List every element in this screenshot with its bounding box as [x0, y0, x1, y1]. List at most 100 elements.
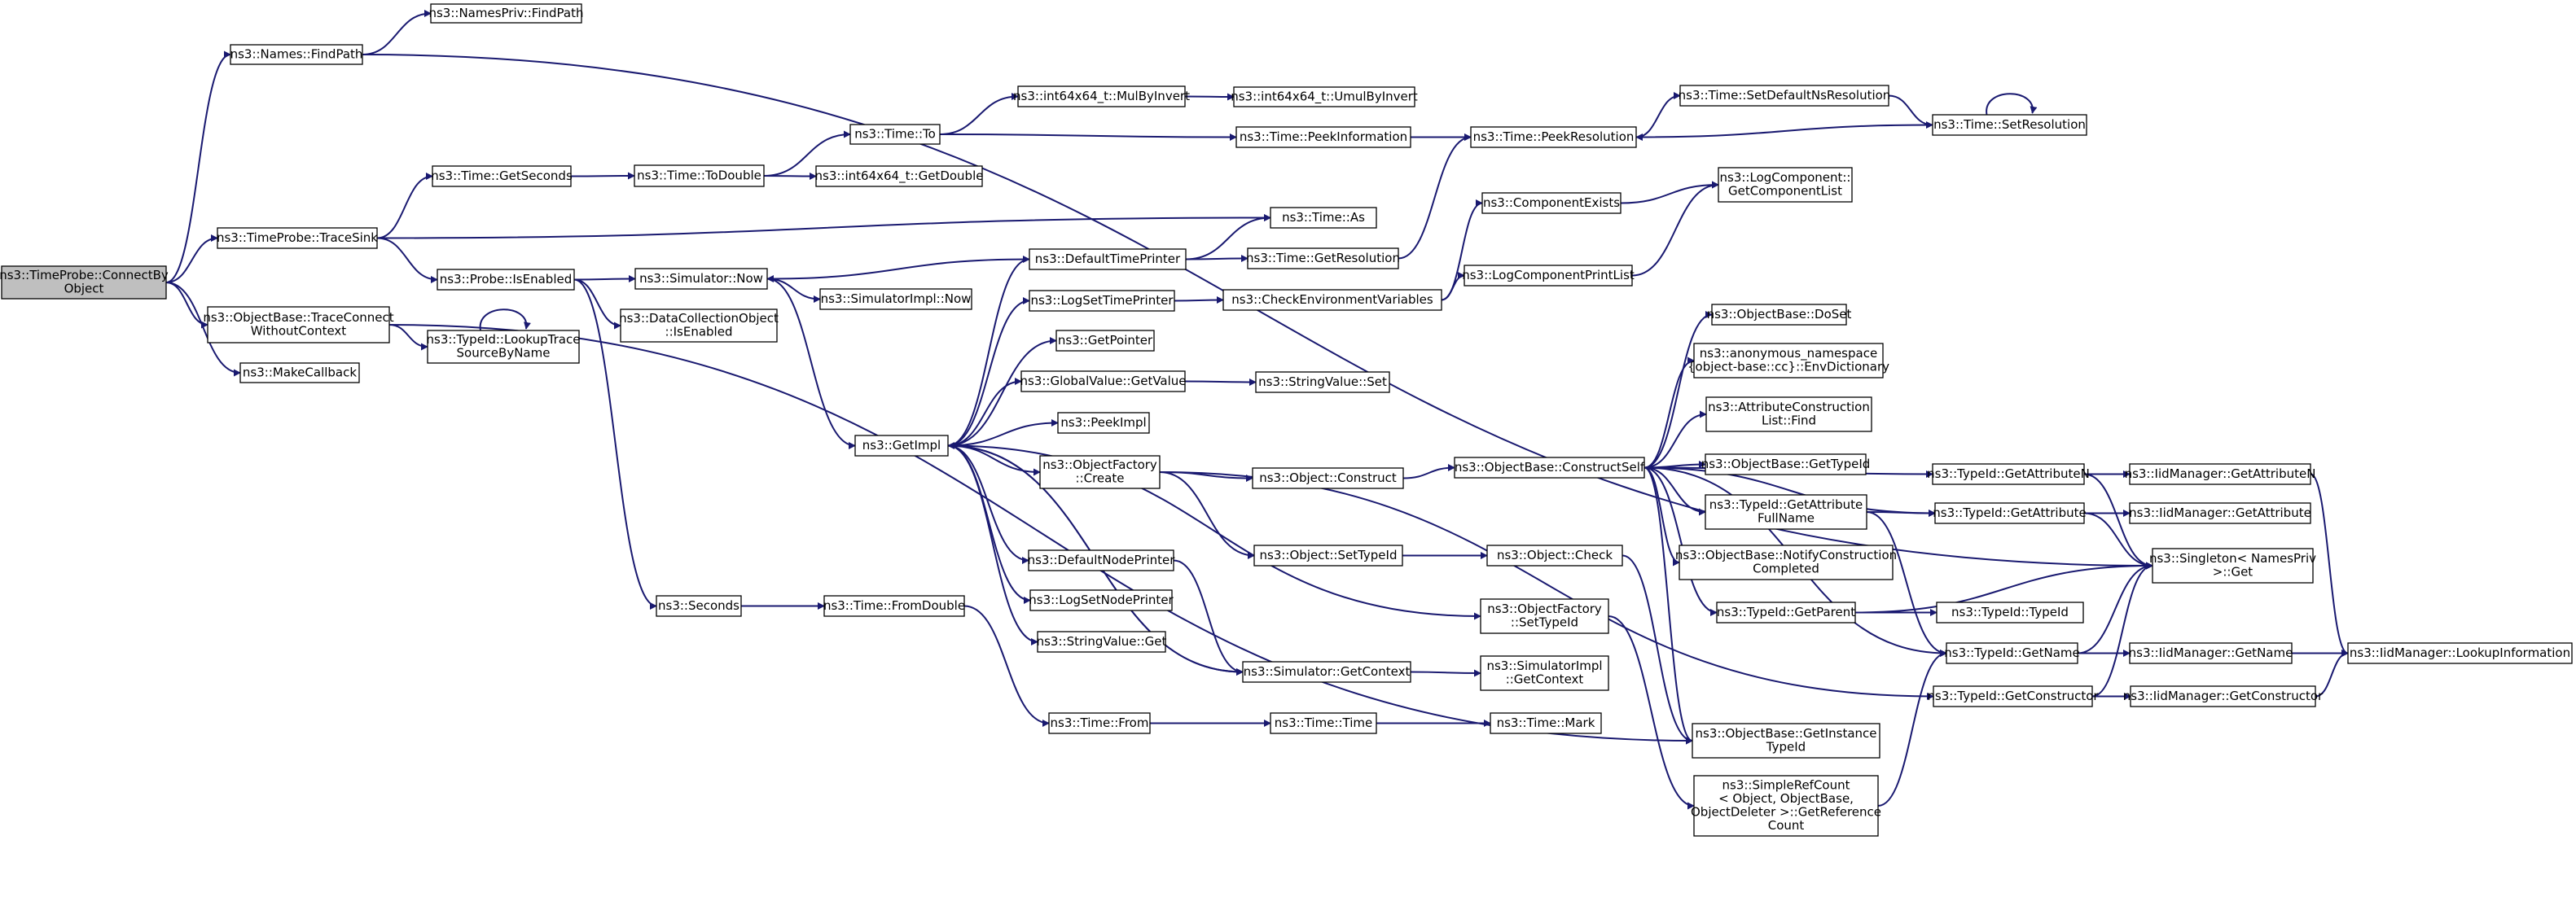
node-box: [1055, 330, 1155, 352]
node-label: ns3::anonymous_namespace: [1700, 346, 1877, 361]
node-object_construct[interactable]: ns3::Object::Construct: [1252, 467, 1404, 489]
node-namespriv_findpath[interactable]: ns3::NamesPriv::FindPath: [428, 3, 584, 24]
node-time_getresolution[interactable]: ns3::Time::GetResolution: [1246, 247, 1400, 269]
node-int64_umulbyinvert[interactable]: ns3::int64x64_t::UmulByInvert: [1231, 86, 1418, 107]
node-time_time[interactable]: ns3::Time::Time: [1270, 712, 1377, 734]
node-object_check[interactable]: ns3::Object::Check: [1486, 545, 1623, 567]
node-getcomponentlist[interactable]: ns3::LogComponent::GetComponentList: [1718, 167, 1853, 203]
node-componentexists[interactable]: ns3::ComponentExists: [1481, 192, 1622, 214]
node-simulatorimpl_getcontext[interactable]: ns3::SimulatorImpl::GetContext: [1480, 655, 1609, 691]
node-time_to[interactable]: ns3::Time::To: [849, 124, 941, 145]
node-defaultnodeprinter[interactable]: ns3::DefaultNodePrinter: [1028, 549, 1176, 571]
node-box: [1679, 85, 1889, 107]
node-stringvalue_get[interactable]: ns3::StringValue::Get: [1037, 631, 1167, 653]
node-time_setdefaultnsresolution[interactable]: ns3::Time::SetDefaultNsResolution: [1679, 85, 1891, 107]
node-label: ns3::Time::GetSeconds: [431, 168, 573, 183]
node-time_todouble[interactable]: ns3::Time::ToDouble: [634, 164, 765, 187]
node-objectfactory_create[interactable]: ns3::ObjectFactory::Create: [1039, 455, 1161, 489]
edge-typeid_getattributefullname-to-typeid_getname: [1866, 511, 1947, 657]
node-peekimpl[interactable]: ns3::PeekImpl: [1057, 412, 1150, 434]
node-logcomponentprintlist[interactable]: ns3::LogComponentPrintList: [1462, 265, 1635, 287]
edge-time_todouble-to-int64_getdouble: [763, 172, 817, 180]
node-box: [2152, 548, 2314, 584]
node-box: [1233, 86, 1415, 107]
node-box: [1253, 545, 1403, 567]
node-time_peekresolution[interactable]: ns3::Time::PeekResolution: [1470, 126, 1637, 148]
node-objectbase_doset[interactable]: ns3::ObjectBase::DoSet: [1707, 304, 1852, 326]
node-objectfactory_settypeid[interactable]: ns3::ObjectFactory::SetTypeId: [1480, 598, 1609, 634]
node-time_getseconds[interactable]: ns3::Time::GetSeconds: [431, 165, 573, 187]
node-label: ns3::Time::ToDouble: [637, 168, 761, 182]
node-defaulttimeprinter[interactable]: ns3::DefaultTimePrinter: [1029, 248, 1187, 270]
node-stringvalue_set[interactable]: ns3::StringValue::Set: [1255, 371, 1390, 393]
node-time_from[interactable]: ns3::Time::From: [1048, 712, 1151, 734]
node-box: [1480, 655, 1609, 691]
node-typeid_getattributen[interactable]: ns3::TypeId::GetAttributeN: [1927, 463, 2090, 485]
node-typeid_getconstructor[interactable]: ns3::TypeId::GetConstructor: [1927, 685, 2099, 707]
node-box: [620, 308, 778, 343]
node-typeid_getparent[interactable]: ns3::TypeId::GetParent: [1716, 602, 1856, 624]
node-objectbase_gettypeid[interactable]: ns3::ObjectBase::GetTypeId: [1701, 453, 1871, 475]
node-logsettimeprinter[interactable]: ns3::LogSetTimePrinter: [1029, 290, 1175, 312]
node-typeid_getattribute[interactable]: ns3::TypeId::GetAttribute: [1933, 502, 2087, 524]
node-logsetnodeprinter[interactable]: ns3::LogSetNodePrinter: [1029, 589, 1174, 611]
node-label: ns3::DefaultNodePrinter: [1028, 553, 1176, 567]
node-getimpl[interactable]: ns3::GetImpl: [854, 435, 949, 457]
node-names_findpath[interactable]: ns3::Names::FindPath: [230, 44, 363, 65]
node-simulator_now[interactable]: ns3::Simulator::Now: [634, 268, 768, 290]
node-traceprobe_tracesink[interactable]: ns3::TimeProbe::TraceSink: [217, 227, 378, 249]
node-globalvalue_getvalue[interactable]: ns3::GlobalValue::GetValue: [1020, 370, 1187, 392]
node-int64_getdouble[interactable]: ns3::int64x64_t::GetDouble: [815, 165, 984, 187]
node-objectbase_constructself[interactable]: ns3::ObjectBase::ConstructSelf: [1454, 457, 1645, 479]
node-label: ns3::LogComponent::: [1720, 170, 1851, 185]
edge-traceconnect-to-objectbase_getinstancetypeid: [388, 324, 1693, 745]
node-iidmanager_getname[interactable]: ns3::IidManager::GetName: [2129, 642, 2293, 664]
node-box: [2129, 642, 2293, 664]
node-simulator_getcontext[interactable]: ns3::Simulator::GetContext: [1242, 661, 1411, 683]
node-time_as[interactable]: ns3::Time::As: [1270, 207, 1377, 229]
node-envdictionary[interactable]: ns3::anonymous_namespace{object-base::cc…: [1687, 343, 1889, 378]
node-label: ns3::Time::PeekResolution: [1473, 129, 1635, 144]
edge-root-to-traceconnect: [165, 282, 208, 329]
node-label: ns3::ObjectBase::GetTypeId: [1701, 457, 1871, 471]
node-iidmanager_lookupinformation[interactable]: ns3::IidManager::LookupInformation: [2347, 642, 2573, 664]
node-iidmanager_getattribute[interactable]: ns3::IidManager::GetAttribute: [2129, 502, 2311, 524]
node-typeid_getname[interactable]: ns3::TypeId::GetName: [1944, 642, 2080, 664]
node-simplerefcount_getreferencecount[interactable]: ns3::SimpleRefCount< Object, ObjectBase,…: [1691, 775, 1881, 837]
node-iidmanager_getconstructor[interactable]: ns3::IidManager::GetConstructor: [2123, 685, 2324, 707]
edge-objectbase_constructself-to-objectbase_getinstancetypeid: [1643, 466, 1693, 745]
node-checkenvvars[interactable]: ns3::CheckEnvironmentVariables: [1222, 289, 1442, 311]
node-time_fromdouble[interactable]: ns3::Time::FromDouble: [823, 595, 965, 617]
node-typeid_typeid[interactable]: ns3::TypeId::TypeId: [1936, 602, 2084, 624]
node-objectbase_notifyconstruction[interactable]: ns3::ObjectBase::NotifyConstructionCompl…: [1675, 545, 1897, 580]
edge-getimpl-to-peekimpl: [947, 419, 1059, 447]
edge-time_getresolution-to-time_peekresolution: [1398, 133, 1472, 260]
node-time_peekinformation[interactable]: ns3::Time::PeekInformation: [1235, 126, 1411, 148]
node-box: [1247, 247, 1399, 269]
node-simulatorimpl_now[interactable]: ns3::SimulatorImpl::Now: [819, 288, 972, 310]
node-iidmanager_getattributen[interactable]: ns3::IidManager::GetAttributeN: [2125, 463, 2316, 485]
node-getpointer[interactable]: ns3::GetPointer: [1055, 330, 1155, 352]
node-label: ns3::LogComponentPrintList: [1462, 268, 1635, 282]
edge-objectbase_constructself-to-typeid_getattributefullname: [1643, 466, 1706, 516]
node-int64_mulbyinvert[interactable]: ns3::int64x64_t::MulByInvert: [1013, 85, 1190, 107]
node-box: [1705, 396, 1872, 432]
node-time_setresolution[interactable]: ns3::Time::SetResolution: [1932, 114, 2087, 136]
node-probe_isenabled[interactable]: ns3::Probe::IsEnabled: [437, 269, 575, 291]
node-seconds[interactable]: ns3::Seconds: [656, 595, 742, 617]
node-box: [2347, 642, 2573, 664]
node-label: ns3::TimeProbe::TraceSink: [217, 230, 378, 245]
node-label: ns3::ComponentExists: [1483, 195, 1620, 210]
node-object_settypeid[interactable]: ns3::Object::SetTypeId: [1253, 545, 1403, 567]
node-datacollection_isenabled[interactable]: ns3::DataCollectionObject::IsEnabled: [619, 308, 779, 343]
node-makecallback[interactable]: ns3::MakeCallback: [239, 362, 360, 383]
node-traceconnect[interactable]: ns3::ObjectBase::TraceConnectWithoutCont…: [203, 306, 394, 343]
node-label: ns3::TypeId::GetAttribute: [1933, 505, 2086, 520]
node-time_mark[interactable]: ns3::Time::Mark: [1490, 712, 1602, 734]
node-singleton_get[interactable]: ns3::Singleton< NamesPriv>::Get: [2149, 548, 2316, 584]
